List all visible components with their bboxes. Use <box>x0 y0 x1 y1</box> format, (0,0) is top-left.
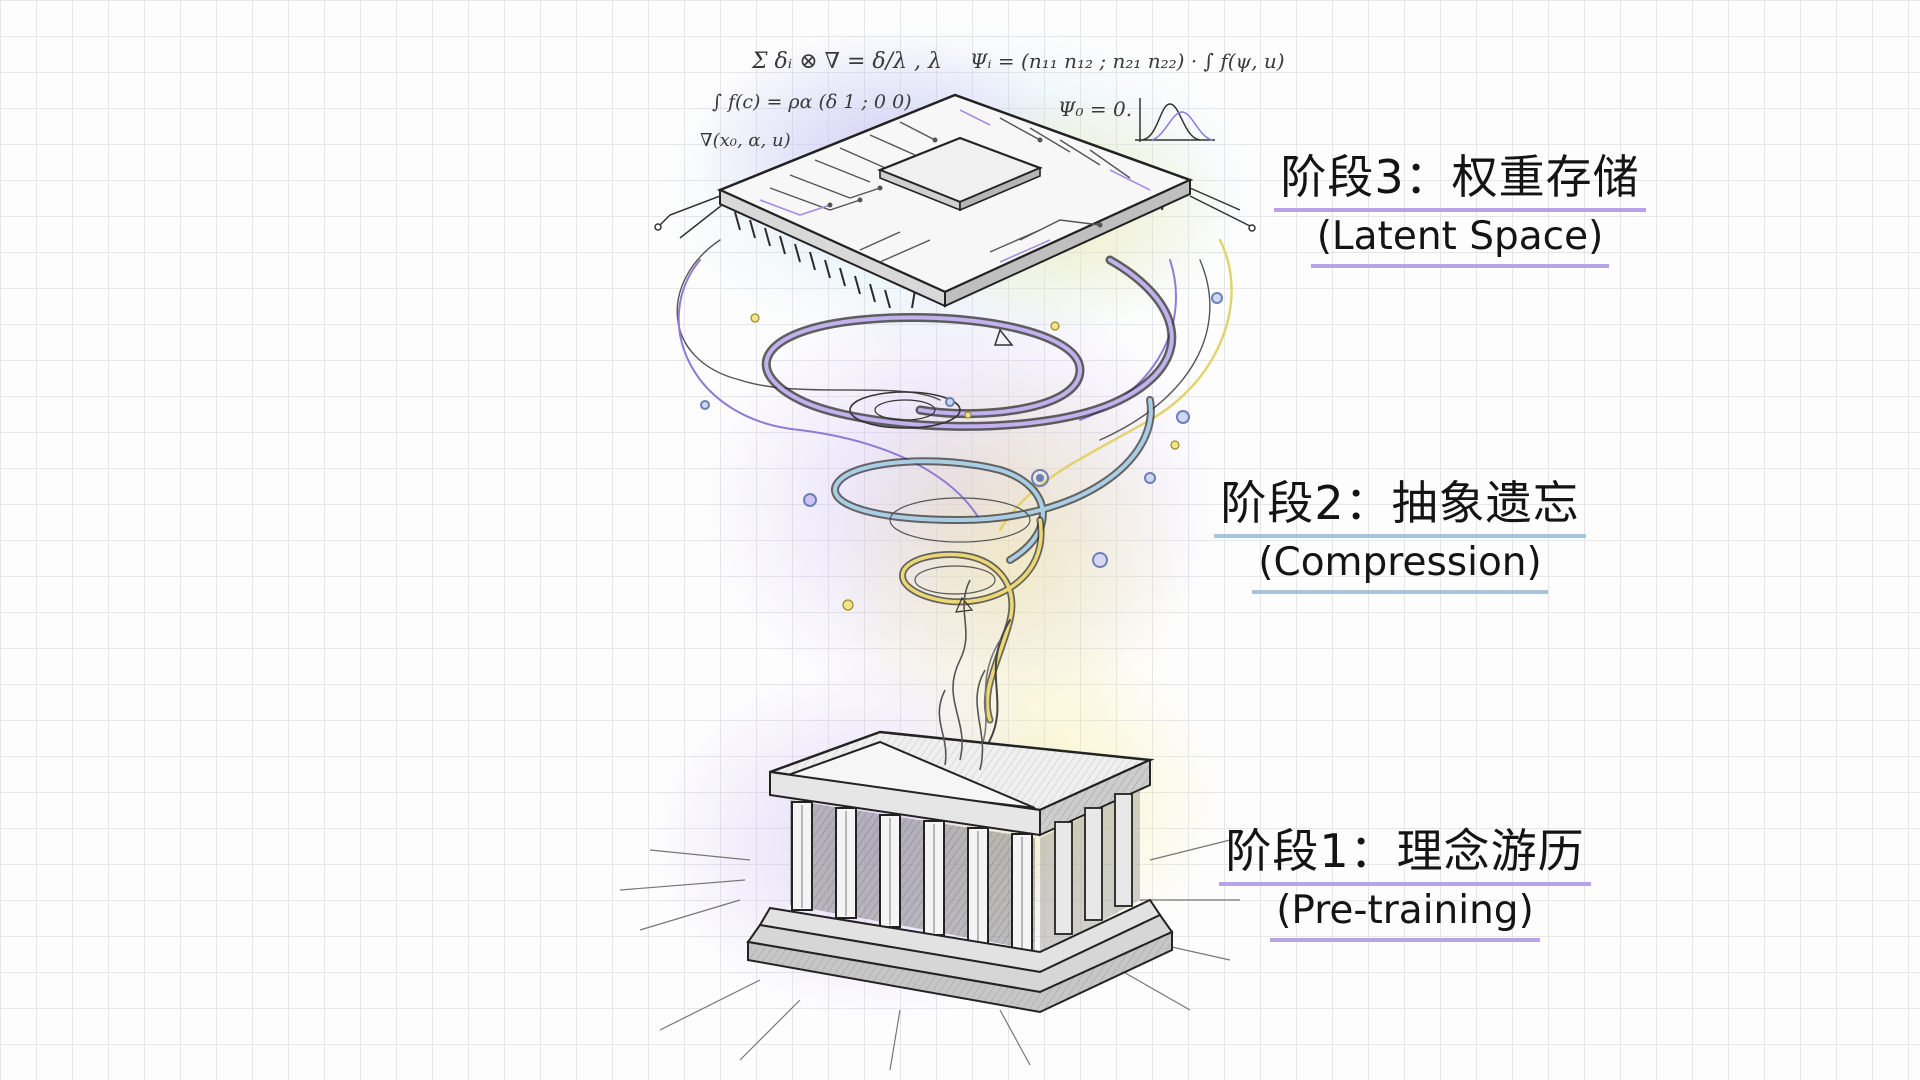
formula-1: Σ δᵢ ⊗ ∇ = δ/λ , λ <box>751 49 942 74</box>
bell-curve-graph <box>1135 98 1215 142</box>
stage-3-subtitle: (Latent Space) <box>1310 212 1610 268</box>
stage-2-label: 阶段2：抽象遗忘 (Compression) <box>1185 474 1615 594</box>
stage-1-subtitle: (Pre-training) <box>1270 886 1540 942</box>
stage-3-label: 阶段3：权重存储 (Latent Space) <box>1250 148 1670 268</box>
formula-3: ∫ f(c) = ρα (δ 1 ; 0 0) <box>712 91 912 113</box>
stage-3-title: 阶段3：权重存储 <box>1274 148 1646 212</box>
stage-2-title: 阶段2：抽象遗忘 <box>1214 474 1586 538</box>
stage-1-label: 阶段1：理念游历 (Pre-training) <box>1205 822 1605 942</box>
stage-1-title: 阶段1：理念游历 <box>1219 822 1591 886</box>
microchip-icon <box>654 93 1256 309</box>
greek-temple-icon <box>619 579 1240 1071</box>
formula-4: Ψ₀ = 0. <box>1058 97 1132 121</box>
spiral-vortex-icon <box>676 238 1233 831</box>
formula-5: ∇(x₀, α, u) <box>700 130 791 151</box>
formula-2: Ψᵢ = (n₁₁ n₁₂ ; n₂₁ n₂₂) · ∫ f(ψ, u) <box>970 49 1285 73</box>
stage-2-subtitle: (Compression) <box>1252 538 1548 594</box>
